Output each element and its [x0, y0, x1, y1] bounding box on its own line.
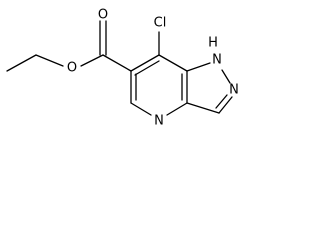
atom-cl: Cl	[154, 16, 167, 31]
bond-c3a-n4	[166, 102, 188, 116]
bond-n2-c3	[218, 96, 233, 114]
bond-c6-c7	[130, 54, 160, 72]
atom-n2: N	[229, 83, 239, 98]
atom-h-n1: H	[208, 36, 218, 51]
bond-n1-n2	[221, 69, 231, 84]
bond-c7a-n1	[186, 62, 211, 72]
bond-carbonyl-ring	[102, 54, 132, 72]
molecule-structure: O O Cl H N N N	[6, 8, 239, 129]
bond-o-carbonyl-c	[80, 54, 104, 67]
atom-n4: N	[154, 114, 164, 129]
bond-c7-c7a	[158, 54, 188, 72]
atom-n1: N	[212, 53, 222, 68]
bond-n2-c3-inner	[215, 94, 228, 109]
bond-ethyl-ch3-ch2	[6, 54, 37, 72]
bond-n4-c5	[130, 102, 152, 116]
atom-o-carbonyl: O	[98, 8, 108, 23]
bond-ethyl-ch2-o	[35, 54, 64, 67]
atom-o-ester: O	[67, 61, 77, 76]
bond-c6-c7-inner	[134, 60, 160, 76]
bond-c3-c3a	[186, 102, 220, 114]
